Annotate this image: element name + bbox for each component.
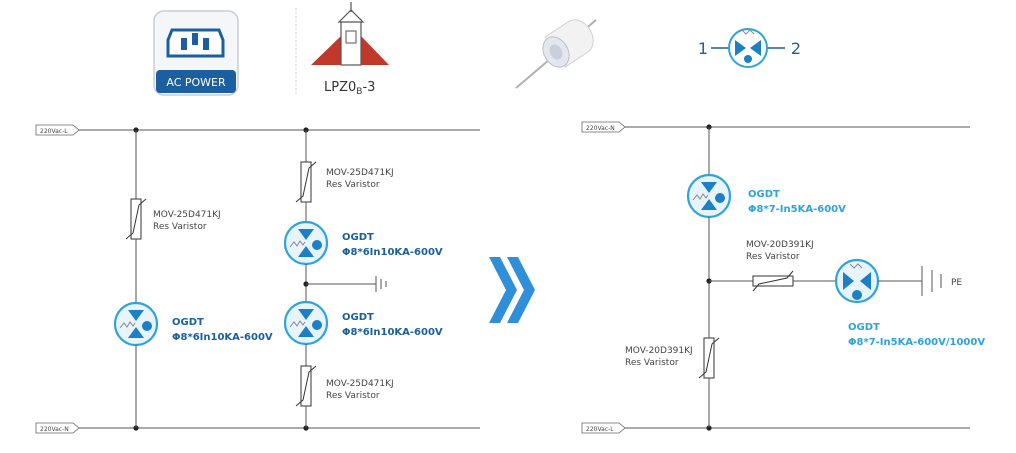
right-gdt-pe-spec: Φ8*7-In5KA-600V/1000V (848, 337, 985, 348)
lpz-zone-icon: LPZ0B-3 (311, 2, 389, 97)
right-top-mov-type: Res Varistor (326, 180, 380, 190)
right-bottom-gdt-name: OGDT (342, 312, 374, 323)
right-mov-bottom-model: MOV-20D391KJ (625, 346, 693, 356)
right-bottom-mov-model: MOV-25D471KJ (326, 379, 394, 389)
right-bottom-gdt-spec: Φ8*6In10KA-600V (342, 327, 443, 338)
left-gdt-tube (113, 301, 159, 347)
right-top-gdt-spec: Φ8*6In10KA-600V (342, 247, 443, 258)
right-mov-bottom-varistor (698, 337, 720, 379)
left-gdt-spec: Φ8*6In10KA-600V (172, 332, 273, 343)
svg-text:220Vac-L: 220Vac-L (40, 128, 68, 135)
left-line-bottom-tag: 220Vac-N (35, 422, 80, 434)
symbol-pin-2: 2 (791, 39, 801, 58)
left-mov-varistor (125, 198, 147, 240)
left-mov-model: MOV-25D471KJ (153, 210, 221, 220)
right-gdt-top-tube (686, 173, 732, 219)
ac-power-icon: AC POWER (153, 10, 239, 96)
gas-tube-photo-icon (515, 19, 597, 89)
right-bottom-mov-type: Res Varistor (326, 391, 380, 401)
left-circuit: 220Vac-L 220Vac-N MOV-25D471KJ Res Varis… (35, 124, 480, 434)
right-mov-mid-type: Res Varistor (746, 252, 800, 262)
right-gdt-pe-tube (834, 258, 880, 304)
right-line-bottom-tag: 220Vac-L (581, 422, 626, 434)
gdt-schematic-symbol-icon: 1 2 (698, 28, 801, 68)
right-mov-mid-model: MOV-20D391KJ (746, 240, 814, 250)
right-bottom-gdt-tube (283, 300, 329, 346)
symbol-pin-1: 1 (698, 39, 708, 58)
right-mov-mid-varistor (752, 270, 794, 292)
right-top-gdt-tube (283, 220, 329, 266)
pe-label: PE (951, 278, 962, 288)
right-bottom-mov-varistor (295, 365, 317, 407)
right-top-gdt-name: OGDT (342, 232, 374, 243)
svg-text:220Vac-N: 220Vac-N (586, 125, 615, 132)
right-mov-bottom-type: Res Varistor (625, 358, 679, 368)
left-line-top-tag: 220Vac-L (35, 124, 80, 136)
right-line-top-tag: 220Vac-N (581, 121, 626, 133)
svg-text:220Vac-N: 220Vac-N (40, 426, 69, 433)
right-gdt-top-spec: Φ8*7-In5KA-600V (748, 204, 846, 215)
transition-chevron-icon (489, 257, 535, 323)
ac-power-label: AC POWER (166, 76, 226, 89)
right-circuit: 220Vac-N 220Vac-L PE OGDT Φ (581, 121, 985, 434)
right-top-mov-model: MOV-25D471KJ (326, 168, 394, 178)
right-gdt-pe-name: OGDT (848, 322, 880, 333)
right-gdt-top-name: OGDT (748, 189, 780, 200)
right-top-mov-varistor (295, 161, 317, 203)
left-mov-type: Res Varistor (153, 222, 207, 232)
svg-text:220Vac-L: 220Vac-L (586, 426, 614, 433)
left-gdt-name: OGDT (172, 317, 204, 328)
lpz-label: LPZ0B-3 (324, 80, 375, 97)
